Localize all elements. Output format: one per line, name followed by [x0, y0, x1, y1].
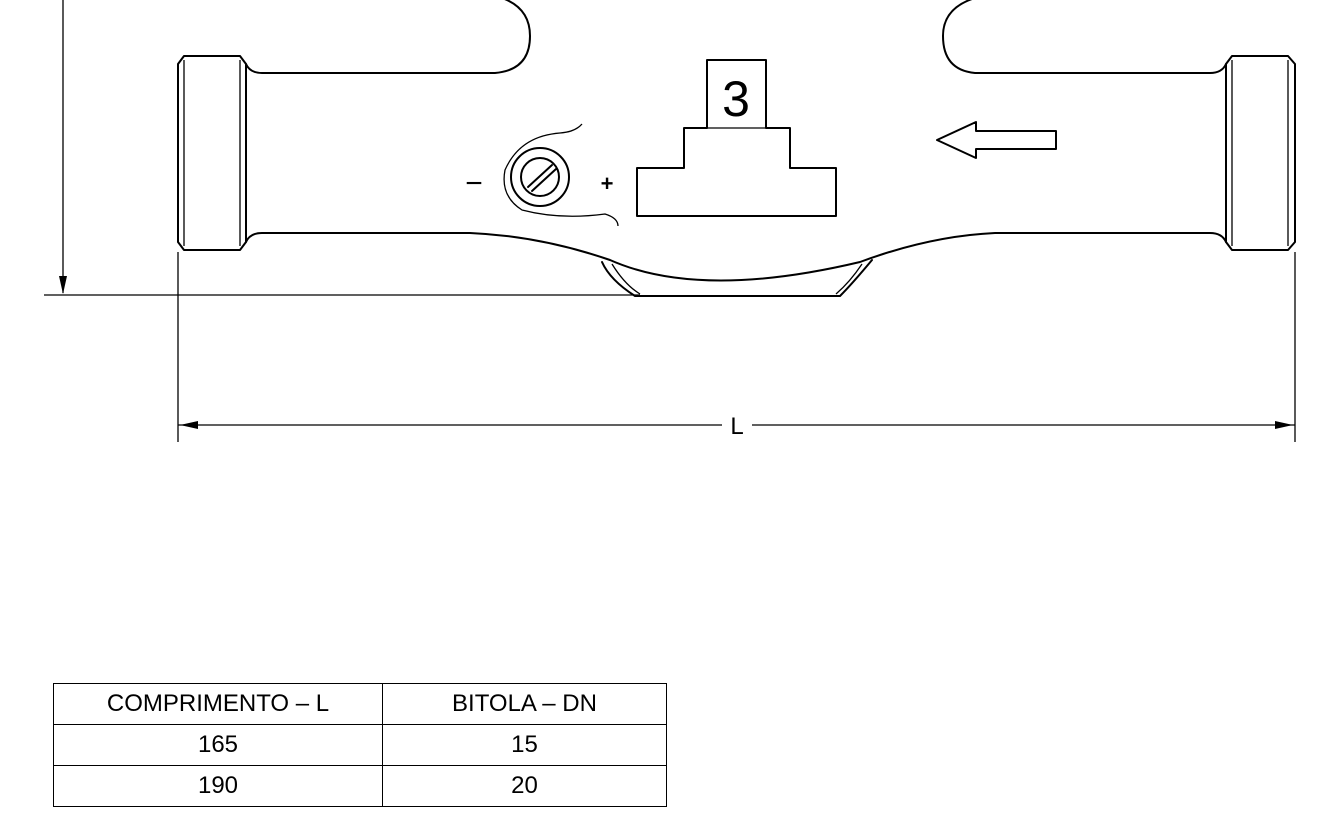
table-header-row: COMPRIMENTO – L BITOLA – DN	[53, 683, 667, 725]
right-thread-connector	[1225, 55, 1296, 251]
column-header-length: COMPRIMENTO – L	[53, 683, 383, 725]
register-plate	[636, 59, 837, 217]
left-thread-connector	[177, 55, 247, 251]
table-cell-length: 165	[53, 724, 383, 766]
plus-sign: +	[601, 171, 614, 196]
dimension-label: L	[730, 413, 743, 440]
table-cell-length: 190	[53, 765, 383, 807]
adjustment-screw-icon	[503, 123, 619, 227]
length-dimension	[177, 252, 1296, 442]
meter-body	[245, 0, 1227, 297]
table-row: 165 15	[53, 724, 667, 766]
column-header-bore: BITOLA – DN	[382, 683, 667, 725]
height-dimension	[44, 0, 640, 296]
dimension-table: COMPRIMENTO – L BITOLA – DN 165 15 190 2…	[53, 683, 667, 807]
table-row: 190 20	[53, 765, 667, 807]
table-cell-bore: 15	[382, 724, 667, 766]
plate-number: 3	[722, 71, 750, 127]
table-cell-bore: 20	[382, 765, 667, 807]
minus-sign: −	[465, 167, 483, 200]
flow-direction-arrow-icon	[936, 121, 1057, 159]
